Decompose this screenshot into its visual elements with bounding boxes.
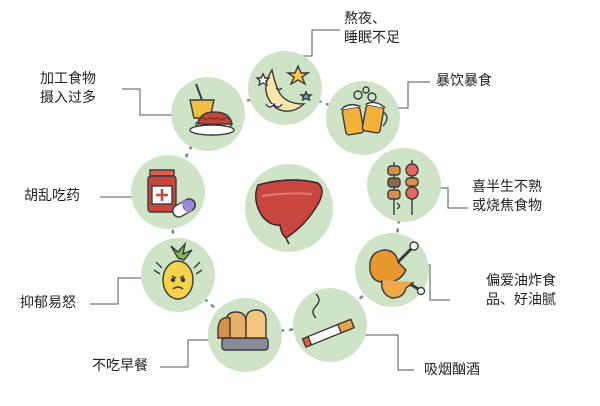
node-misuse-medicine: [131, 155, 205, 229]
leader-line-smoke: [355, 334, 414, 371]
moon-stars-icon: [255, 64, 313, 112]
node-fried-greasy: [355, 233, 429, 307]
label-fried-greasy: 偏爱油炸食 品、好油腻: [486, 273, 556, 308]
center-liver-node: [245, 164, 333, 252]
leader-line-stay-up-late: [300, 29, 340, 57]
node-binge-eating: [326, 81, 400, 155]
node-processed-food: [171, 77, 245, 151]
label-stay-up-late: 熬夜、 睡眠不足: [344, 11, 400, 46]
liver-icon: [255, 179, 323, 245]
node-depressed-angry: [141, 238, 215, 312]
fried-drumstick-icon: [369, 241, 426, 299]
label-undercooked-charred: 喜半生不熟 或烧焦食物: [472, 179, 542, 214]
node-undercooked-charred: [367, 148, 441, 222]
label-processed-food: 加工食物 摄入过多: [40, 71, 96, 106]
medicine-icon: [147, 169, 196, 218]
angry-pineapple-icon: [153, 241, 203, 300]
label-misuse-medicine: 胡乱吃药: [24, 188, 80, 204]
leader-line-bread: [160, 339, 215, 368]
label-binge-eating: 暴饮暴食: [436, 73, 492, 89]
node-skip-breakfast: [208, 298, 282, 372]
leader-line-processed: [122, 88, 172, 116]
fast-food-icon: [189, 83, 235, 136]
leader-line-angry: [90, 277, 145, 305]
label-smoke-alcohol: 吸烟酗酒: [424, 362, 480, 378]
node-smoke-alcohol: [293, 288, 367, 362]
beer-mugs-icon: [340, 86, 388, 136]
node-stay-up-late: [248, 51, 322, 125]
bread-icon: [217, 309, 269, 351]
cigarette-icon: [301, 293, 356, 349]
label-skip-breakfast: 不吃早餐: [92, 358, 148, 374]
skewers-icon: [387, 160, 419, 215]
label-depressed-angry: 抑郁易怒: [20, 295, 76, 311]
